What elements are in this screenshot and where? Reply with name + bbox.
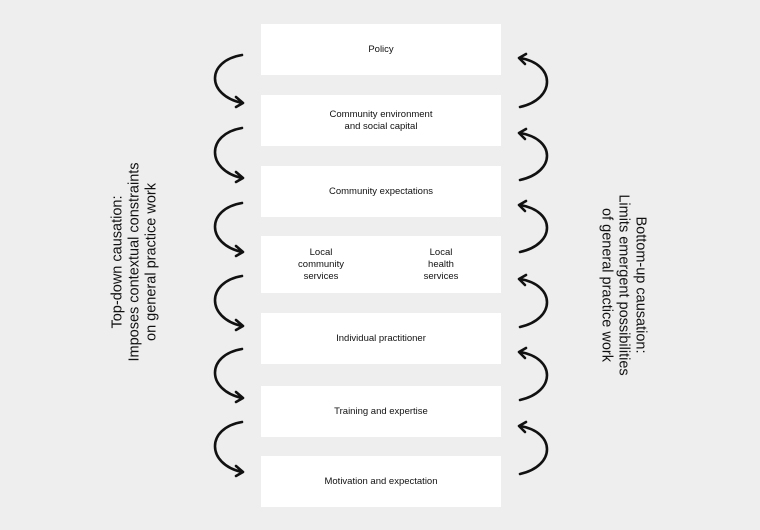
- arrowhead-down-icon: [234, 170, 245, 184]
- level-label: Community expectations: [328, 185, 434, 197]
- level-community-expectations: Community expectations: [261, 166, 501, 217]
- arrowhead-down-icon: [234, 464, 245, 478]
- bottom-up-arrow-icon: [518, 350, 549, 402]
- level-individual-practitioner: Individual practitioner: [261, 313, 501, 364]
- level-local-services: Local community services Local health se…: [261, 236, 501, 293]
- arrowhead-down-icon: [234, 390, 245, 404]
- level-motivation-expectation: Motivation and expectation: [261, 456, 501, 507]
- bottom-up-arrow-icon: [518, 131, 549, 182]
- arrowhead-down-icon: [234, 318, 245, 332]
- level-label: Training and expertise: [334, 405, 428, 417]
- top-down-arrow-icon: [213, 274, 244, 328]
- level-training-expertise: Training and expertise: [261, 386, 501, 437]
- arrowhead-down-icon: [234, 244, 245, 258]
- level-label: Community environment and social capital: [329, 108, 433, 132]
- arrowhead-up-icon: [517, 199, 528, 213]
- level-label: Individual practitioner: [336, 332, 426, 344]
- arrowhead-up-icon: [517, 273, 528, 287]
- arrowhead-up-icon: [517, 420, 528, 434]
- top-down-arrow-icon: [213, 347, 244, 400]
- top-down-arrow-icon: [213, 126, 244, 180]
- bottom-up-arrow-icon: [518, 203, 549, 254]
- bottom-up-arrow-icon: [518, 56, 549, 109]
- local-community-services-label: Local community services: [298, 246, 344, 282]
- arrowhead-up-icon: [517, 346, 528, 360]
- top-down-arrow-icon: [213, 420, 244, 474]
- arrowhead-down-icon: [234, 95, 245, 109]
- bottom-up-arrow-icon: [518, 277, 549, 329]
- bottom-up-arrow-icon: [518, 424, 549, 476]
- arrowhead-up-icon: [517, 52, 528, 66]
- arrowhead-up-icon: [517, 127, 528, 141]
- level-label: Motivation and expectation: [324, 475, 438, 487]
- level-community-environment: Community environment and social capital: [261, 95, 501, 146]
- top-down-arrow-icon: [213, 53, 244, 105]
- level-label: Policy: [368, 43, 394, 55]
- top-down-arrow-icon: [213, 201, 244, 254]
- level-policy: Policy: [261, 24, 501, 75]
- local-health-services-label: Local health services: [423, 246, 459, 282]
